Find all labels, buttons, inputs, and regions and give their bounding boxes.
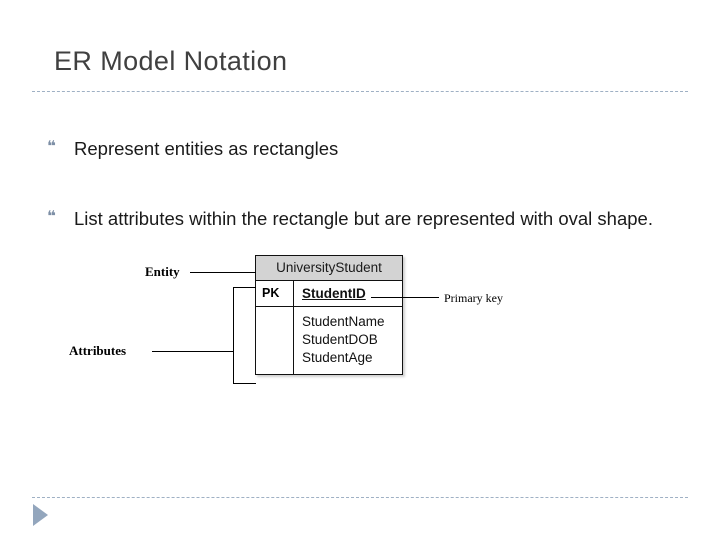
attributes-bracket-vertical bbox=[233, 287, 235, 384]
entity-table: UniversityStudent PK StudentID StudentNa… bbox=[255, 255, 403, 375]
attribute-list: StudentName StudentDOB StudentAge bbox=[294, 307, 389, 374]
primary-key-leader-line bbox=[371, 297, 439, 299]
entity-table-pk-row: PK StudentID bbox=[256, 281, 402, 307]
attributes-bracket-bottom bbox=[233, 383, 256, 385]
entity-table-attribute-row: StudentName StudentDOB StudentAge bbox=[256, 307, 402, 374]
bullet-text-2: List attributes within the rectangle but… bbox=[74, 208, 653, 229]
attributes-leader-line bbox=[152, 351, 234, 353]
footer-divider bbox=[32, 497, 688, 498]
pk-label: PK bbox=[256, 281, 294, 306]
entity-leader-line bbox=[190, 272, 256, 274]
callout-attributes-label: Attributes bbox=[69, 343, 127, 358]
attribute-item: StudentAge bbox=[302, 350, 373, 365]
attribute-item: StudentDOB bbox=[302, 332, 378, 347]
bullet-marker-icon: ❝ bbox=[47, 137, 56, 155]
callout-entity-label: Entity bbox=[145, 264, 180, 279]
pk-attribute-cell: StudentID bbox=[294, 281, 402, 306]
attribute-key-cell-empty bbox=[256, 307, 294, 374]
pk-attribute-name: StudentID bbox=[302, 286, 366, 301]
bullet-marker-icon: ❝ bbox=[47, 207, 56, 225]
next-slide-arrow-icon[interactable] bbox=[33, 504, 48, 526]
bullet-text-1: Represent entities as rectangles bbox=[74, 138, 339, 159]
callout-primary-key-label: Primary key bbox=[444, 291, 503, 305]
attributes-bracket-top bbox=[233, 287, 256, 289]
title-divider bbox=[32, 91, 688, 92]
entity-table-header: UniversityStudent bbox=[256, 256, 402, 281]
attribute-item: StudentName bbox=[302, 314, 385, 329]
page-title: ER Model Notation bbox=[54, 46, 288, 76]
